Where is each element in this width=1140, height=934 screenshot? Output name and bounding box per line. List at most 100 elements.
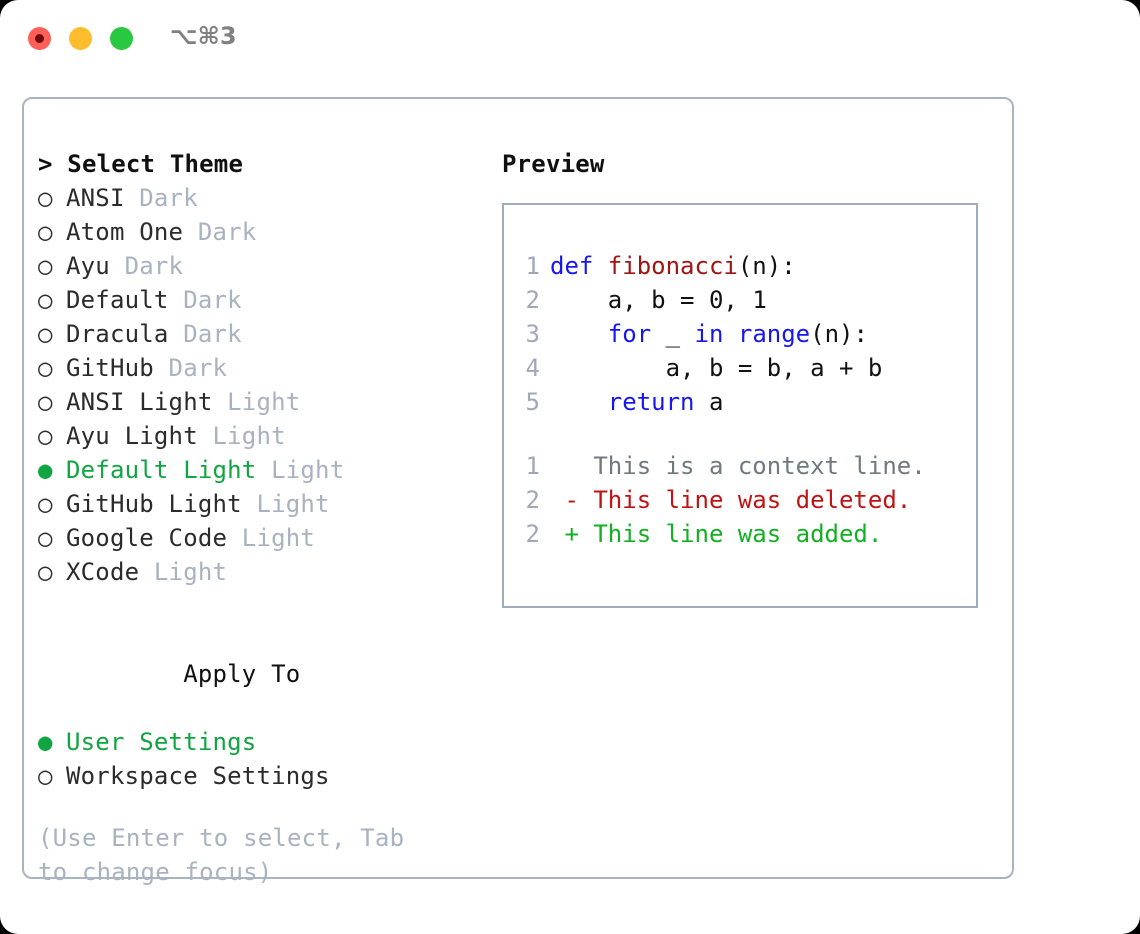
radio-unselected-icon: ○: [38, 524, 53, 552]
line-number: 1: [525, 252, 540, 280]
code-token: fibonacci: [607, 252, 738, 280]
theme-option-label: ANSI Light: [66, 388, 228, 416]
radio-unselected-icon: ○: [38, 422, 53, 450]
apply-to-header-label: Apply To: [183, 660, 301, 688]
theme-option-github-light[interactable]: ○ GitHub Light Light: [38, 487, 478, 521]
keyboard-shortcut-label: ⌥⌘3: [170, 22, 237, 50]
theme-option-ayu[interactable]: ○ Ayu Dark: [38, 249, 478, 283]
theme-option-google-code[interactable]: ○Google Code Light: [38, 521, 478, 555]
line-number: 5: [525, 388, 540, 416]
maximize-window-button[interactable]: [110, 27, 133, 50]
theme-option-label: ANSI: [66, 184, 140, 212]
radio-unselected-icon: ○: [38, 762, 53, 790]
preview-title: Preview: [502, 150, 605, 178]
code-token: (n):: [737, 252, 796, 280]
radio-unselected-icon: ○: [38, 354, 53, 382]
code-token: a: [694, 388, 724, 416]
code-token: in: [694, 320, 724, 348]
theme-variant-badge: Light: [241, 524, 316, 552]
apply-to-option-user-settings[interactable]: ● User Settings: [38, 725, 478, 759]
theme-option-github[interactable]: ○ GitHub Dark: [38, 351, 478, 385]
code-token: [723, 320, 737, 348]
theme-option-xcode[interactable]: ○XCode Light: [38, 555, 478, 589]
theme-variant-badge: Dark: [168, 354, 228, 382]
theme-variant-badge: Dark: [197, 218, 257, 246]
theme-option-label: Dracula: [66, 320, 184, 348]
code-token: 1: [752, 286, 767, 314]
line-number: 3: [525, 320, 540, 348]
apply-to-header: Apply To: [38, 623, 478, 725]
theme-option-label: Ayu: [66, 252, 125, 280]
theme-option-dracula[interactable]: ○Dracula Dark: [38, 317, 478, 351]
main-panel: > Select Theme ○ANSI Dark○Atom One Dark○…: [22, 97, 1014, 886]
diff-line-add: 2 + This line was added.: [516, 517, 970, 551]
line-number: 2: [525, 520, 540, 548]
code-token: a, b = b, a + b: [550, 354, 883, 382]
diff-lines: 1 This is a context line.2 - This line w…: [516, 449, 970, 551]
theme-variant-badge: Light: [227, 388, 301, 416]
theme-picker-header: > Select Theme: [38, 150, 244, 178]
theme-variant-badge: Dark: [183, 286, 242, 314]
code-token: [550, 388, 608, 416]
diff-line-del: 2 - This line was deleted.: [516, 483, 970, 517]
radio-selected-icon: ●: [38, 728, 53, 756]
title-bar: ⌥⌘3: [0, 0, 1140, 78]
diff-line-text: This is a context line.: [550, 452, 926, 480]
code-token: _: [651, 320, 695, 348]
code-token: return: [607, 388, 695, 416]
theme-variant-badge: Light: [212, 422, 286, 450]
theme-picker-column: > Select Theme ○ANSI Dark○Atom One Dark○…: [38, 147, 478, 889]
code-token: 0: [708, 286, 724, 314]
theme-option-label: Ayu Light: [66, 422, 213, 450]
code-line: 4 a, b = b, a + b: [516, 351, 970, 385]
radio-unselected-icon: ○: [38, 252, 53, 280]
theme-option-ansi[interactable]: ○ ANSI Dark: [38, 181, 478, 215]
code-line: 3 for _ in range(n):: [516, 317, 970, 351]
diff-line-text: + This line was added.: [550, 520, 883, 548]
traffic-lights: [28, 27, 133, 50]
theme-option-label: Default: [66, 286, 184, 314]
code-token: for: [607, 320, 652, 348]
line-number: 2: [525, 486, 540, 514]
apply-to-option-label: User Settings: [66, 728, 257, 756]
code-line: 1 def fibonacci(n):: [516, 249, 970, 283]
theme-option-default-light[interactable]: ●Default Light Light: [38, 453, 478, 487]
diff-line-text: - This line was deleted.: [550, 486, 912, 514]
code-diff-gap: [516, 419, 970, 449]
theme-variant-badge: Light: [271, 456, 345, 484]
theme-option-label: Atom One: [66, 218, 198, 246]
theme-option-ansi-light[interactable]: ○ ANSI Light Light: [38, 385, 478, 419]
code-token: [550, 320, 608, 348]
radio-unselected-icon: ○: [38, 218, 53, 246]
code-token: def: [550, 252, 608, 280]
apply-to-list[interactable]: ● User Settings ○Workspace Settings: [38, 725, 478, 793]
theme-variant-badge: Light: [256, 490, 330, 518]
radio-unselected-icon: ○: [38, 388, 53, 416]
radio-unselected-icon: ○: [38, 184, 53, 212]
code-line: 5 return a: [516, 385, 970, 419]
theme-option-ayu-light[interactable]: ○ Ayu Light Light: [38, 419, 478, 453]
code-token: (n):: [810, 320, 868, 348]
theme-option-default[interactable]: ○Default Dark: [38, 283, 478, 317]
theme-list[interactable]: ○ANSI Dark○Atom One Dark○Ayu Dark○Defaul…: [38, 181, 478, 589]
diff-line-ctx: 1 This is a context line.: [516, 449, 970, 483]
radio-selected-icon: ●: [38, 456, 53, 484]
apply-to-option-workspace-settings[interactable]: ○Workspace Settings: [38, 759, 478, 793]
theme-option-label: GitHub Light: [66, 490, 257, 518]
theme-variant-badge: Light: [153, 558, 228, 586]
theme-option-atom-one[interactable]: ○ Atom One Dark: [38, 215, 478, 249]
line-number: 1: [525, 452, 540, 480]
code-line: 2 a, b = 0, 1: [516, 283, 970, 317]
close-window-button[interactable]: [28, 27, 51, 50]
minimize-window-button[interactable]: [69, 27, 92, 50]
code-token: ,: [723, 286, 753, 314]
radio-unselected-icon: ○: [38, 490, 53, 518]
theme-variant-badge: Dark: [124, 252, 184, 280]
radio-unselected-icon: ○: [38, 320, 53, 348]
theme-variant-badge: Dark: [139, 184, 198, 212]
theme-option-label: GitHub: [66, 354, 169, 382]
